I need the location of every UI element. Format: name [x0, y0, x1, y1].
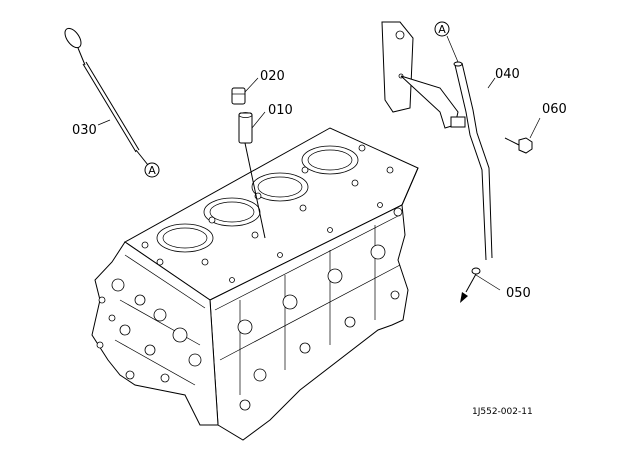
part-plug-020 [231, 87, 246, 105]
leader-010 [251, 111, 266, 129]
part-sleeve-010 [238, 112, 253, 144]
leader-marker-a2 [446, 35, 459, 63]
part-bolt-060 [504, 137, 533, 154]
engine-block [91, 127, 419, 441]
part-guide-040 [381, 21, 493, 261]
leader-040 [487, 77, 496, 89]
callout-030: 030 [72, 123, 97, 138]
leader-030 [97, 119, 111, 126]
marker-a-guide: A [434, 21, 450, 37]
leader-010-to-block [244, 142, 266, 239]
callout-060: 060 [542, 102, 567, 117]
part-dipstick-030 [64, 27, 149, 166]
svg-text:A: A [148, 164, 156, 177]
callout-010: 010 [268, 103, 293, 118]
leader-060 [529, 117, 541, 139]
callout-050: 050 [506, 286, 531, 301]
leader-020 [244, 77, 259, 93]
leader-050 [475, 274, 501, 291]
marker-a-dipstick: A [144, 162, 160, 178]
part-oring-050 [471, 267, 481, 275]
reference-code: 1J552-002-11 [472, 407, 533, 417]
arrow-head [460, 292, 468, 303]
svg-text:A: A [438, 23, 446, 36]
arrow-shaft [465, 273, 477, 293]
callout-040: 040 [495, 67, 520, 82]
callout-020: 020 [260, 69, 285, 84]
